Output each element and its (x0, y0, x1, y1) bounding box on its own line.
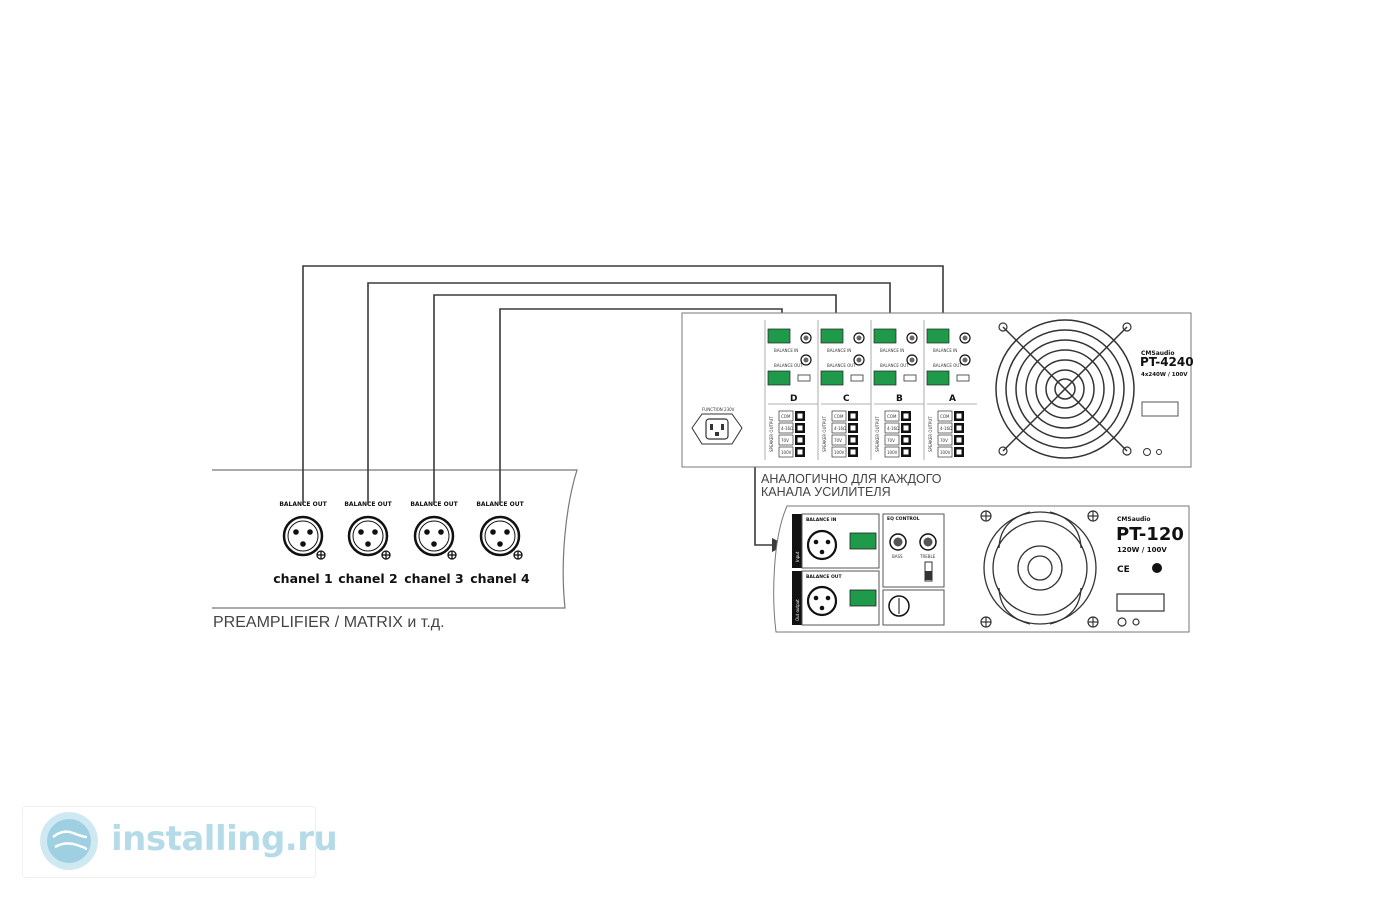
svg-text:BALANCE IN: BALANCE IN (933, 348, 957, 353)
svg-text:BALANCE OUT: BALANCE OUT (774, 363, 803, 368)
pt4240-amplifier: FUNCTION 230V BALANCE IN BALANCE OUT D SPEA… (681, 312, 1194, 468)
wire-channel-3 (433, 294, 837, 505)
globe-logo-icon (40, 812, 98, 870)
svg-text:BALANCE OUT: BALANCE OUT (933, 363, 962, 368)
balance-in-terminal (926, 328, 950, 344)
note-line-1: АНАЛОГИЧНО ДЛЯ КАЖДОГО (761, 472, 942, 486)
svg-text:100V: 100V (834, 450, 845, 455)
svg-text:CE: CE (1117, 565, 1130, 575)
pt120-terminal-in (849, 532, 877, 550)
svg-text:COM: COM (887, 414, 897, 419)
pt120-fan-icon (983, 511, 1097, 625)
svg-text:4-16Ω: 4-16Ω (781, 426, 793, 431)
wire-channel-2 (367, 282, 891, 505)
svg-text:BALANCE OUT: BALANCE OUT (827, 363, 856, 368)
svg-text:SPEAKER OUTPUT: SPEAKER OUTPUT (928, 416, 933, 452)
svg-text:70V: 70V (887, 438, 895, 443)
pt4240-channel-C: BALANCE IN BALANCE OUT C SPEAKER OUTPUT COM 4… (817, 320, 871, 460)
svg-text:SPEAKER OUTPUT: SPEAKER OUTPUT (822, 416, 827, 452)
svg-text:EQ CONTROL: EQ CONTROL (887, 516, 920, 522)
svg-text:Out output: Out output (795, 599, 800, 621)
balance-in-terminal (820, 328, 844, 344)
svg-text:BALANCE IN: BALANCE IN (806, 517, 837, 523)
svg-text:Input: Input (795, 551, 800, 562)
svg-text:120W / 100V: 120W / 100V (1117, 546, 1167, 554)
svg-text:COM: COM (781, 414, 791, 419)
xlr-socket-icon (413, 515, 455, 557)
svg-text:70V: 70V (781, 438, 789, 443)
svg-text:TREBLE: TREBLE (919, 554, 936, 559)
svg-text:4x240W / 100V: 4x240W / 100V (1141, 372, 1188, 378)
xlr-socket-icon (479, 515, 521, 557)
svg-text:COM: COM (940, 414, 950, 419)
channel-label: chanel 2 (338, 571, 397, 586)
preamp-caption: PREAMPLIFIER / MATRIX и т.д. (213, 614, 445, 631)
svg-text:PT-4240: PT-4240 (1140, 355, 1194, 369)
watermark: installing.ru (22, 806, 338, 878)
svg-text:PT-120: PT-120 (1116, 524, 1184, 545)
note-text: АНАЛОГИЧНО ДЛЯ КАЖДОГО КАНАЛА УСИЛИТЕЛЯ (761, 472, 942, 499)
svg-text:100V: 100V (887, 450, 898, 455)
pt120-xlr-out-icon (806, 585, 838, 617)
balance-out-terminal (873, 370, 897, 386)
svg-text:4-16Ω: 4-16Ω (887, 426, 899, 431)
channel-label: chanel 3 (404, 571, 463, 586)
svg-text:BALANCE IN: BALANCE IN (827, 348, 851, 353)
pt4240-channel-B: BALANCE IN BALANCE OUT B SPEAKER OUTPUT COM 4… (870, 320, 924, 460)
svg-text:100V: 100V (781, 450, 792, 455)
pt120-xlr-in-icon (806, 529, 838, 561)
balance-out-terminal (820, 370, 844, 386)
wire-channel-1 (302, 265, 944, 505)
fan-grille-icon (995, 319, 1135, 459)
pt120-bass-knob-icon (889, 533, 907, 551)
svg-text:70V: 70V (940, 438, 948, 443)
svg-text:SPEAKER OUTPUT: SPEAKER OUTPUT (769, 416, 774, 452)
channel-letter: A (949, 394, 956, 404)
xlr-socket-icon (347, 515, 389, 557)
svg-text:BALANCE IN: BALANCE IN (774, 348, 798, 353)
svg-text:4-16Ω: 4-16Ω (834, 426, 846, 431)
pt4240-channel-A: BALANCE IN BALANCE OUT A SPEAKER OUTPUT COM 4… (923, 320, 977, 460)
pt120-amplifier: Input Out output BALANCE IN BALANCE OUT … (773, 505, 1190, 633)
balance-out-terminal (926, 370, 950, 386)
pt4240-label-block: CMSaudio PT-4240 4x240W / 100V (1140, 350, 1194, 456)
svg-text:FUNCTION 230V: FUNCTION 230V (702, 407, 735, 412)
power-inlet: FUNCTION 230V (691, 407, 743, 445)
svg-text:70V: 70V (834, 438, 842, 443)
pt4240-channel-D: BALANCE IN BALANCE OUT D SPEAKER OUTPUT COM 4… (764, 320, 818, 460)
pt120-label-block: CMSaudio PT-120 120W / 100V CE (1116, 516, 1184, 627)
svg-text:CMSaudio: CMSaudio (1117, 516, 1151, 523)
svg-text:COM: COM (834, 414, 844, 419)
svg-text:CMSaudio: CMSaudio (1141, 350, 1175, 357)
pt120-treble-knob-icon (919, 533, 937, 551)
channel-label: chanel 1 (273, 571, 332, 586)
channel-letter: D (790, 394, 797, 404)
balance-in-terminal (767, 328, 791, 344)
balance-in-terminal (873, 328, 897, 344)
svg-text:100V: 100V (940, 450, 951, 455)
svg-text:4-16Ω: 4-16Ω (940, 426, 952, 431)
balance-out-terminal (767, 370, 791, 386)
pt120-screws (980, 510, 1099, 628)
pt120-terminal-out (849, 589, 877, 607)
xlr-socket-icon (282, 515, 324, 557)
svg-text:BALANCE IN: BALANCE IN (880, 348, 904, 353)
watermark-text: installing.ru (111, 819, 338, 859)
svg-text:SPEAKER OUTPUT: SPEAKER OUTPUT (875, 416, 880, 452)
channel-label: chanel 4 (470, 571, 530, 586)
svg-text:BASS: BASS (892, 554, 903, 559)
channel-letter: C (843, 394, 850, 404)
note-line-2: КАНАЛА УСИЛИТЕЛЯ (761, 485, 891, 499)
svg-text:BALANCE OUT: BALANCE OUT (806, 574, 842, 580)
pt4240-channels: BALANCE IN BALANCE OUT D SPEAKER OUTPUT COM 4… (764, 320, 977, 460)
channel-letter: B (896, 394, 903, 404)
svg-text:BALANCE OUT: BALANCE OUT (880, 363, 909, 368)
